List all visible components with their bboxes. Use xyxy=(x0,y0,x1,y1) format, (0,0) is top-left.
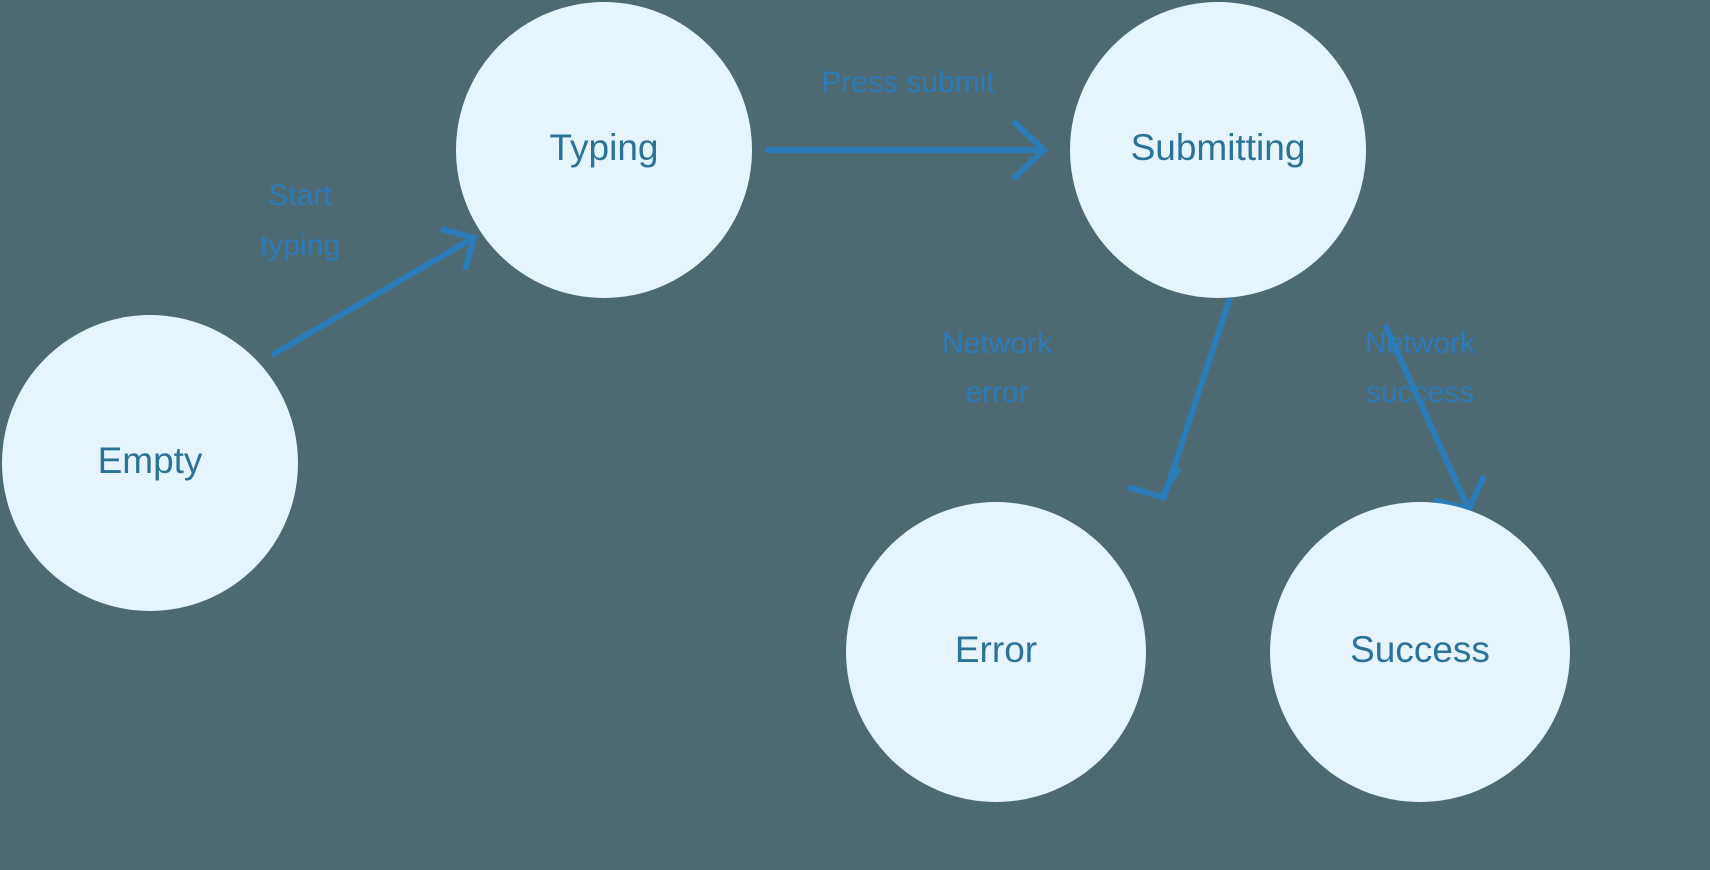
edge-label-network-success-line-1: Network xyxy=(1365,327,1476,360)
edge-empty-to-typing-line xyxy=(270,237,472,358)
edge-label-press-submit: Press submit xyxy=(821,66,995,99)
edge-empty-to-typing xyxy=(270,226,478,358)
edge-label-network-error-line-1: Network xyxy=(942,327,1053,360)
node-empty-label: Empty xyxy=(98,440,203,481)
node-success-circle[interactable] xyxy=(1270,502,1570,802)
node-submitting[interactable]: Submitting xyxy=(1070,2,1366,298)
edge-submitting-to-error-arrowhead xyxy=(1127,466,1182,501)
edge-label-network-success-line-2: success xyxy=(1366,376,1474,409)
edge-submitting-to-error-line xyxy=(1160,297,1233,501)
edge-label-network-error-line-2: error xyxy=(965,376,1028,409)
edge-submitting-to-success-line xyxy=(1382,323,1473,514)
edge-typing-to-submitting-arrowhead xyxy=(1010,118,1049,182)
node-typing[interactable]: Typing xyxy=(456,2,752,298)
node-empty[interactable]: Empty xyxy=(2,315,298,611)
edge-label-start-typing: Start typing xyxy=(260,179,340,262)
edge-label-network-error: Network error xyxy=(942,327,1053,409)
edge-submitting-to-success xyxy=(1382,323,1487,514)
node-typing-label: Typing xyxy=(549,127,658,168)
node-empty-circle[interactable] xyxy=(2,315,298,611)
node-error[interactable]: Error xyxy=(846,502,1146,802)
edge-submitting-to-error xyxy=(1127,297,1233,501)
edge-typing-to-submitting xyxy=(766,118,1049,182)
edge-label-start-typing-line-2: typing xyxy=(260,229,340,262)
node-success-label: Success xyxy=(1350,629,1490,670)
edge-label-network-success: Network success xyxy=(1365,327,1476,409)
edge-submitting-to-success-arrowhead xyxy=(1433,474,1487,513)
edge-empty-to-typing-arrowhead xyxy=(440,226,478,271)
node-submitting-label: Submitting xyxy=(1131,127,1306,168)
edge-label-start-typing-line-1: Start xyxy=(268,179,332,212)
edge-label-press-submit-line-1: Press submit xyxy=(821,66,995,99)
node-success[interactable]: Success xyxy=(1270,502,1570,802)
node-typing-circle[interactable] xyxy=(456,2,752,298)
node-submitting-circle[interactable] xyxy=(1070,2,1366,298)
node-error-label: Error xyxy=(955,629,1037,670)
node-error-circle[interactable] xyxy=(846,502,1146,802)
